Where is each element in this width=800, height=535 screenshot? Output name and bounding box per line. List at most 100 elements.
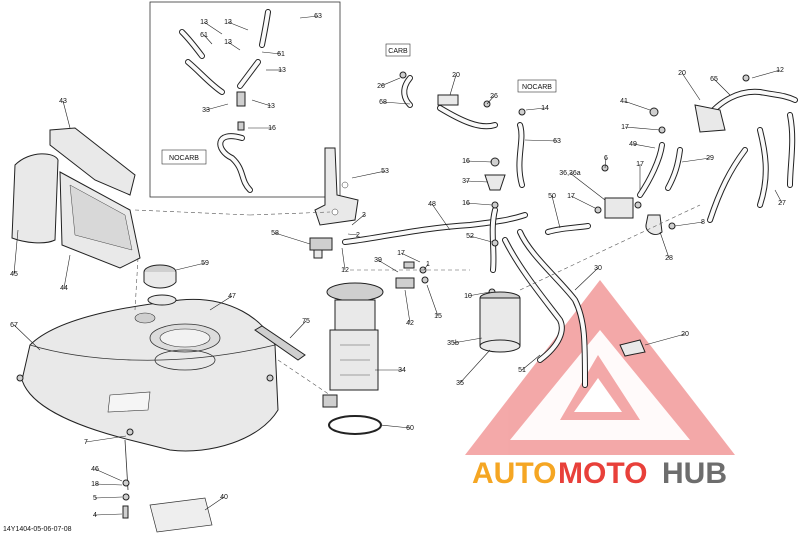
callout-leader [452,337,483,344]
callout-number: 7 [84,439,88,446]
callout-number: 20 [681,331,689,338]
tank-pad [149,497,213,533]
callout-number: 20 [678,70,686,77]
callout-leader [449,74,457,96]
callout-number: 65 [710,76,718,83]
callout-number: 34 [398,367,406,374]
callout-leader [209,295,233,311]
callout-number: 44 [60,285,68,292]
callout-leader [459,349,491,384]
callout-leader [85,435,127,443]
callout-number: 28 [665,255,673,262]
strap [254,325,306,361]
callout-leader [431,203,451,231]
callout-number: 41 [620,98,628,105]
callout-leader [570,195,596,209]
callout-number: 16 [462,200,470,207]
callout-number: 48 [428,201,436,208]
fuel-pump [322,282,384,435]
callout-number: 37 [462,178,470,185]
callout-leader [551,195,561,229]
bracket [314,147,359,226]
callout-leader [341,247,346,271]
callout-leader [13,324,41,351]
callout-number: 58 [271,230,279,237]
callout-leader [400,252,421,263]
reference-lines [134,204,701,396]
callout-number: 30 [594,265,602,272]
callout-number: 36,36a [559,170,581,177]
callout-leader [486,95,495,105]
callout-leader [681,72,701,101]
callout-leader [261,51,282,55]
callout-number: 13 [224,19,232,26]
callout-number: 75 [302,318,310,325]
callout-leader [94,468,123,482]
watermark-logo [465,280,735,455]
callout-number: 13 [267,103,275,110]
callout-leader [465,160,493,163]
callout-leader [377,259,399,273]
callout-number: 2 [356,232,360,239]
callout-number: 46 [91,466,99,473]
callout-leader [604,157,607,169]
callout-leader [751,69,781,79]
callout-leader [299,15,319,19]
callout-leader [623,100,651,111]
callout-number: 13 [224,39,232,46]
callout-number: 61 [200,32,208,39]
callout-number: 18 [91,481,99,488]
callout-leader [525,107,546,111]
callout-leader [426,284,439,317]
callout-leader [379,424,411,429]
callout-number: 3 [362,212,366,219]
callout-number: 40 [220,494,228,501]
callout-number: 26 [377,83,385,90]
heat-shield-group [11,127,141,269]
callout-leader [251,99,272,107]
callout-leader [524,139,558,142]
callout-leader [632,143,656,149]
callout-number: 39 [374,257,382,264]
callout-number: 16 [268,125,276,132]
callout-number: 12 [341,267,349,274]
callout-leader [467,291,491,297]
callout-leader [624,126,661,131]
callout-number: 14 [541,105,549,112]
callout-number: 17 [636,161,644,168]
callout-leader [423,263,429,271]
callout-leader [63,254,71,289]
callout-leader [351,214,365,226]
watermark-auto: AUTO [472,457,556,490]
carb-label: CARB [388,48,408,55]
callout-number: 52 [466,233,474,240]
callout-number: 51 [518,367,526,374]
callout-number: 15 [434,313,442,320]
callout-number: 59 [201,260,209,267]
callout-number: 47 [228,293,236,300]
callout-number: 16 [462,158,470,165]
callout-leader [204,496,225,511]
callout-number: 26 [490,93,498,100]
callout-leader [94,513,123,516]
callout-leader [674,221,704,227]
callout-number: 10 [464,293,472,300]
callout-number: 68 [379,99,387,106]
fuel-tank [21,298,279,491]
nocarb-inset-box [161,149,207,165]
callout-leader [713,78,731,96]
callout-number: 6 [604,155,608,162]
nocarb-right-label: NOCARB [522,84,552,91]
callout-number: 60 [406,425,414,432]
callout-leader [203,34,213,45]
callout-leader [774,189,783,204]
callout-number: 17 [621,124,629,131]
nocarb-right-box [517,79,557,93]
callout-number: 13 [200,19,208,26]
callout-number: 35 [456,380,464,387]
callout-leader [347,233,359,236]
callout-leader [289,320,307,339]
callout-number: 63 [553,138,561,145]
nocarb-inset-label: NOCARB [169,155,199,162]
